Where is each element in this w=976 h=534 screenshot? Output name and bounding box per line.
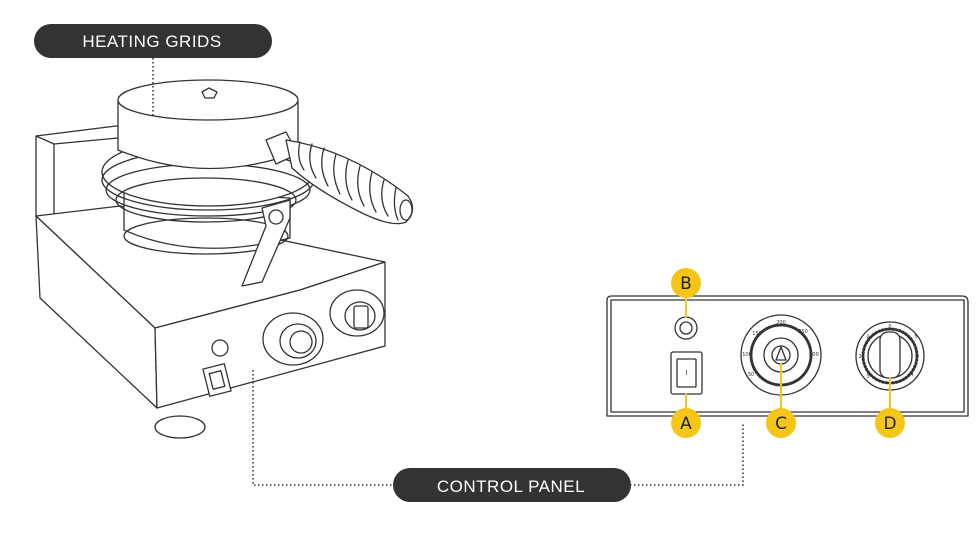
machine-indicator-light: [211, 339, 229, 357]
svg-text:B: B: [680, 274, 692, 294]
svg-text:D: D: [883, 414, 896, 434]
machine-switch: [202, 363, 232, 397]
dial-tick-label: 50: [748, 372, 754, 378]
control-panel-detail: I 50 100 150 200 250 300 0 1 2 3 4 5: [606, 295, 969, 417]
handle: [265, 131, 414, 225]
knob-tick-label: 0: [888, 324, 891, 330]
callout-lines: [152, 58, 891, 486]
control-panel-leader-left: [252, 370, 400, 486]
lid-knob: [201, 87, 218, 99]
timer-knob: 0 1 2 3 4 5: [855, 321, 925, 391]
knob-tick-label: 1: [866, 334, 869, 340]
marker-b: B: [671, 268, 701, 298]
upper-lid-top: [117, 79, 299, 121]
thermostat-dial: 50 100 150 200 250 300: [740, 314, 822, 396]
svg-text:A: A: [680, 414, 692, 434]
knob-tick-label: 3: [866, 374, 869, 380]
knob-tick-label: 2: [858, 354, 861, 360]
heating-grids-label: HEATING GRIDS: [34, 24, 272, 58]
control-panel-text: CONTROL PANEL: [437, 477, 585, 496]
heating-grids-text: HEATING GRIDS: [82, 32, 221, 51]
dial-tick-label: 250: [798, 329, 808, 335]
dial-tick-label: 100: [742, 352, 752, 358]
bracket-bolt: [268, 209, 284, 225]
svg-text:C: C: [775, 414, 787, 434]
foot-front-left: [154, 415, 206, 439]
dial-tick-label: 150: [752, 331, 762, 337]
switch-symbol: I: [685, 369, 687, 377]
control-panel-label: CONTROL PANEL: [393, 468, 631, 502]
control-panel-leader-right: [630, 424, 744, 486]
marker-a: A: [671, 408, 701, 438]
knob-tick-label: 4: [910, 372, 913, 378]
knob-tick-label: 5: [914, 334, 917, 340]
marker-d: D: [875, 408, 905, 438]
dial-tick-label: 200: [776, 320, 786, 326]
waffle-maker-illustration: [35, 79, 414, 439]
dial-tick-label: 300: [809, 352, 819, 358]
marker-c: C: [766, 408, 796, 438]
